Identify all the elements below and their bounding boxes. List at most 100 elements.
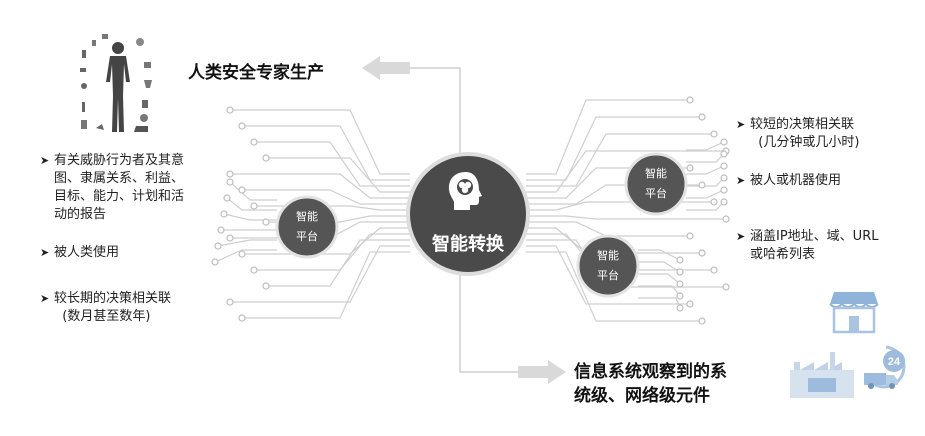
bullet-line: (数月甚至数年) xyxy=(54,309,151,324)
platform-node-line2: 平台 xyxy=(645,187,667,200)
circuit-trace xyxy=(638,297,681,309)
circuit-trace xyxy=(526,116,702,181)
platform-node-line2: 平台 xyxy=(296,230,318,243)
bottom-title-line2: 统级、网络级元件 xyxy=(574,386,710,406)
human-figure-icon xyxy=(80,34,152,132)
circuit-node-dot xyxy=(676,292,684,300)
factory-icon xyxy=(790,352,854,398)
circuit-trace xyxy=(526,245,690,305)
circuit-node-dot xyxy=(250,138,258,146)
circuit-node-dot xyxy=(676,280,684,288)
arrow-to-top xyxy=(362,56,461,180)
circuit-node-dot xyxy=(223,194,231,202)
circuit-trace xyxy=(230,109,410,175)
bullet-line: 较长期的决策相关联 xyxy=(54,291,172,306)
circuit-node-dot xyxy=(238,122,246,130)
store-icon xyxy=(829,292,879,334)
platform-node-right-top-label: 智能 平台 xyxy=(626,164,686,204)
circuit-trace xyxy=(526,133,714,187)
platform-node-line2: 平台 xyxy=(597,269,619,282)
circuit-node-dot xyxy=(262,218,270,226)
platform-node-line1: 智能 xyxy=(296,210,318,223)
circuit-trace xyxy=(638,249,681,261)
hub-circle xyxy=(406,152,530,276)
circuit-trace xyxy=(686,177,725,187)
circuit-trace xyxy=(686,201,725,211)
circuit-trace xyxy=(254,141,410,187)
circuit-node-dot xyxy=(710,130,718,138)
circuit-node-dot xyxy=(226,106,234,114)
circuit-node-dot xyxy=(698,181,706,189)
circuit-node-dot xyxy=(238,314,246,322)
bullet-arrow-icon: ➤ xyxy=(736,118,746,131)
circuit-node-dot xyxy=(720,162,728,170)
circuit-node-dot xyxy=(250,202,258,210)
bullet-line: 动的报告 xyxy=(54,207,107,222)
circuit-node-dot xyxy=(676,268,684,276)
platform-node-right-top xyxy=(624,152,688,216)
left-bullet-1: ➤有关威胁行为者及其意 图、隶属关系、利益、 目标、能力、计划和活 动的报告 xyxy=(40,152,184,224)
circuit-node-dot xyxy=(262,282,270,290)
circuit-trace xyxy=(686,153,725,163)
left-bullet-2: ➤被人类使用 xyxy=(40,244,119,262)
circuit-node-dot xyxy=(686,232,694,240)
circuit-trace xyxy=(638,285,681,297)
right-bullet-1: ➤ 较短的决策相关联 (几分钟或几小时) xyxy=(736,116,859,152)
circuit-trace xyxy=(266,239,410,287)
circuit-node-dot xyxy=(676,256,684,264)
circuit-dots xyxy=(211,96,730,325)
circuit-node-dot xyxy=(211,258,219,266)
brain-head-icon xyxy=(448,172,482,210)
circuit-trace xyxy=(230,173,410,199)
circuit-node-dot xyxy=(710,266,718,274)
circuit-trace xyxy=(686,165,725,175)
circuit-trace xyxy=(686,189,725,199)
circuit-node-dot xyxy=(710,198,718,206)
circuit-node-dot xyxy=(686,300,694,308)
circuit-trace xyxy=(638,261,681,273)
circuit-node-dot xyxy=(698,317,706,325)
circuit-node-dot xyxy=(720,174,728,182)
platform-node-left-label: 智能 平台 xyxy=(277,207,337,247)
bullet-arrow-icon: ➤ xyxy=(40,246,50,259)
circuit-node-dot xyxy=(226,170,234,178)
circuit-trace xyxy=(526,221,690,237)
circuit-node-dot xyxy=(676,304,684,312)
bottom-title: 信息系统观察到的系 统级、网络级元件 xyxy=(574,360,727,408)
bullet-line: (几分钟或几小时) xyxy=(750,135,860,150)
circuit-node-dot xyxy=(250,266,258,274)
bullet-line: 图、隶属关系、利益、 xyxy=(54,171,185,186)
circuit-trace xyxy=(242,251,410,319)
circuit-trace xyxy=(217,239,277,247)
circuit-trace xyxy=(638,273,681,285)
delivery-truck-24-icon: 24 xyxy=(864,345,906,389)
circuit-trace xyxy=(266,157,410,193)
circuit-trace xyxy=(242,189,410,205)
platform-node-right-bottom-label: 智能 平台 xyxy=(578,246,638,286)
circuit-trace xyxy=(230,245,410,303)
circuit-trace xyxy=(526,251,702,322)
circuit-node-dot xyxy=(238,186,246,194)
bullet-line: 较短的决策相关联 xyxy=(750,117,855,132)
bullet-arrow-icon: ➤ xyxy=(736,230,746,243)
bullet-line: 目标、能力、计划和活 xyxy=(54,189,185,204)
circuit-node-dot xyxy=(226,298,234,306)
top-title: 人类安全专家生产 xyxy=(188,63,324,83)
circuit-node-dot xyxy=(226,178,234,186)
circuit-node-dot xyxy=(238,250,246,258)
circuit-trace xyxy=(242,125,410,181)
platform-node-line1: 智能 xyxy=(597,249,619,262)
arrow-to-bottom xyxy=(459,262,566,384)
left-bullet-3: ➤ 较长期的决策相关联 (数月甚至数年) xyxy=(40,290,171,326)
circuit-node-dot xyxy=(214,242,222,250)
circuit-node-dot xyxy=(686,96,694,104)
circuit-node-dot xyxy=(698,113,706,121)
circuit-node-dot xyxy=(720,186,728,194)
circuit-node-dot xyxy=(720,198,728,206)
bullet-arrow-icon: ➤ xyxy=(40,292,50,305)
bottom-title-line1: 信息系统观察到的系 xyxy=(574,362,727,382)
hub-label: 智能转换 xyxy=(432,234,504,255)
circuit-node-dot xyxy=(722,283,730,291)
circuit-trace xyxy=(526,215,726,220)
platform-node-left xyxy=(275,195,339,259)
